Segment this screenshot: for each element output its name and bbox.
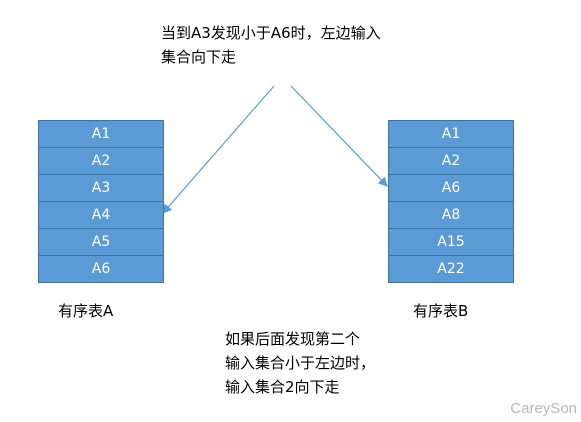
table-a-cell: A3 xyxy=(39,175,163,202)
table-b-cell: A2 xyxy=(389,148,513,175)
table-b-cell: A22 xyxy=(389,256,513,283)
table-a-cell: A1 xyxy=(39,121,163,148)
table-a-cell: A2 xyxy=(39,148,163,175)
table-a-cell: A5 xyxy=(39,229,163,256)
table-b-cell: A8 xyxy=(389,202,513,229)
top-annotation: 当到A3发现小于A6时，左边输入 集合向下走 xyxy=(161,24,381,66)
table-b-cell: A1 xyxy=(389,121,513,148)
bottom-annotation: 如果后面发现第二个 输入集合小于左边时， 输入集合2向下走 xyxy=(225,330,376,396)
table-a-label: 有序表A xyxy=(58,302,114,320)
table-a: A1 A2 A3 A4 A5 A6 xyxy=(38,120,164,283)
watermark: CareySon xyxy=(510,400,577,417)
table-b-cell: A15 xyxy=(389,229,513,256)
arrow-to-table-a xyxy=(162,85,275,214)
table-b: A1 A2 A6 A8 A15 A22 xyxy=(388,120,514,283)
table-a-cell: A6 xyxy=(39,256,163,283)
table-a-cell: A4 xyxy=(39,202,163,229)
table-b-cell: A6 xyxy=(389,175,513,202)
arrow-to-table-b xyxy=(290,85,388,187)
table-b-label: 有序表B xyxy=(413,302,469,320)
